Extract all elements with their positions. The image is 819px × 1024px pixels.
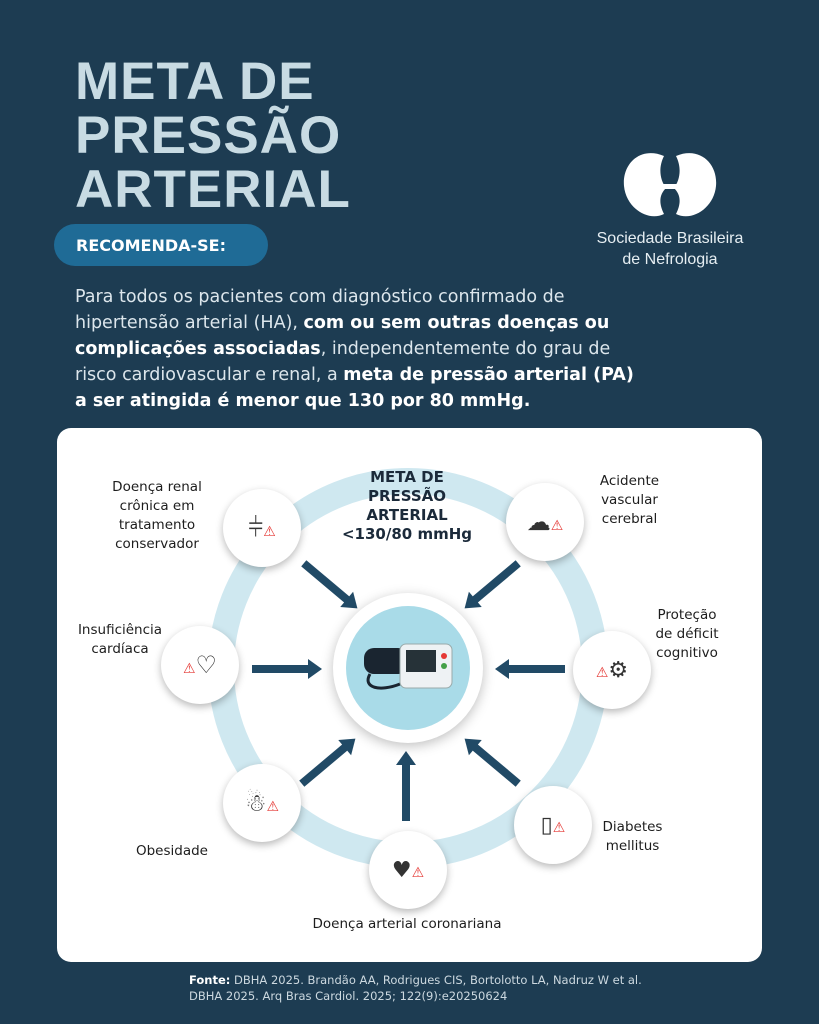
source-text: DBHA 2025. Arq Bras Cardiol. 2025; 122(9… [189, 989, 508, 1003]
arrow [252, 659, 322, 679]
page-title: META DE PRESSÃO ARTERIAL [75, 55, 351, 217]
goal-line: META DE [370, 468, 444, 486]
node-obesity: ☃⚠ [223, 764, 301, 842]
node-cognitive: ⚠⚙ [573, 631, 651, 709]
recommendation-badge: RECOMENDA-SE: [54, 224, 268, 266]
node-diabetes: ▯⚠ [514, 786, 592, 864]
title-line: ARTERIAL [75, 160, 351, 219]
coronary-icon: ♥⚠ [391, 857, 425, 883]
intro-text: , independentemente do grau de risco car… [75, 339, 611, 385]
label-cognitive: Proteção de déficit cognitivo [655, 607, 719, 661]
label-obesity: Obesidade [135, 843, 208, 859]
label-kidney: Doença renal crônica em tratamento conse… [112, 479, 202, 552]
head-gear-icon: ⚠⚙ [595, 657, 629, 683]
node-kidney: ⫩⚠ [223, 489, 301, 567]
kidney-logo-icon [623, 153, 717, 217]
intro-paragraph: Para todos os pacientes com diagnóstico … [75, 284, 635, 414]
label-diabetes: Diabetes mellitus [602, 819, 663, 854]
node-stroke: ☁⚠ [506, 483, 584, 561]
title-line: META DE [75, 52, 315, 111]
label-coronary: Doença arterial coronariana [312, 916, 502, 932]
intro-bold: com ou sem outras doenças ou complicaçõe… [75, 313, 610, 359]
node-heart: ⚠♡ [161, 626, 239, 704]
logo-text: de Nefrologia [622, 251, 718, 268]
source-citation: Fonte: DBHA 2025. Brandão AA, Rodrigues … [189, 972, 642, 1004]
arrow [402, 763, 410, 821]
diagram-card: META DE PRESSÃO ARTERIAL <130/80 mmHg ⫩⚠… [57, 428, 762, 962]
glucometer-icon: ▯⚠ [540, 812, 566, 838]
source-text: DBHA 2025. Brandão AA, Rodrigues CIS, Bo… [230, 973, 642, 987]
heart-icon: ⚠♡ [182, 651, 218, 679]
source-label: Fonte: [189, 973, 231, 987]
bp-monitor [333, 593, 483, 743]
intro-bold: meta de pressão arterial (PA) a ser atin… [75, 365, 634, 411]
node-coronary: ♥⚠ [369, 831, 447, 909]
sbn-logo: Sociedade Brasileira de Nefrologia [580, 150, 760, 270]
blood-pressure-monitor-icon [364, 643, 453, 690]
intro-text: Para todos os pacientes com diagnóstico … [75, 287, 565, 333]
goal-line: <130/80 mmHg [341, 525, 472, 543]
goal-line: PRESSÃO [367, 487, 447, 505]
logo-text: Sociedade Brasileira [596, 230, 744, 247]
obesity-icon: ☃⚠ [244, 789, 280, 817]
label-heart: Insuficiência cardíaca [77, 622, 163, 657]
arrow [507, 665, 565, 673]
goal-label: META DE PRESSÃO ARTERIAL <130/80 mmHg [327, 468, 487, 544]
goal-line: ARTERIAL [366, 506, 448, 524]
label-stroke: Acidente vascular cerebral [599, 473, 660, 527]
brain-icon: ☁⚠ [526, 508, 564, 536]
kidney-icon: ⫩⚠ [248, 512, 276, 543]
title-line: PRESSÃO [75, 106, 342, 165]
